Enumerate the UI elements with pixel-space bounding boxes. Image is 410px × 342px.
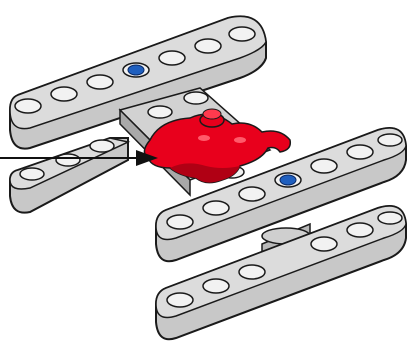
axle-pin-icon xyxy=(275,173,301,187)
axle-pin-icon xyxy=(123,63,149,77)
